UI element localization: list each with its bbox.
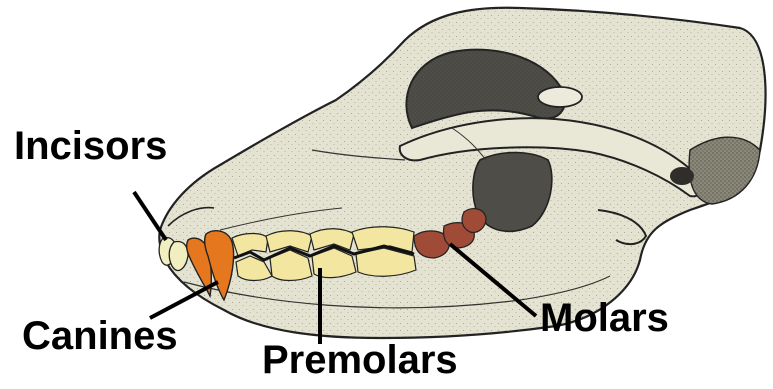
leader-line-incisors: [134, 192, 166, 240]
skull: [159, 8, 765, 338]
ear-canal: [670, 167, 694, 185]
occipital-stipple: [689, 137, 760, 204]
label-incisors: Incisors: [14, 126, 167, 166]
label-canines: Canines: [22, 316, 178, 356]
label-molars: Molars: [540, 298, 669, 338]
zygomatic-process: [538, 87, 582, 107]
molar-tooth: [462, 209, 486, 233]
label-premolars: Premolars: [262, 340, 458, 380]
